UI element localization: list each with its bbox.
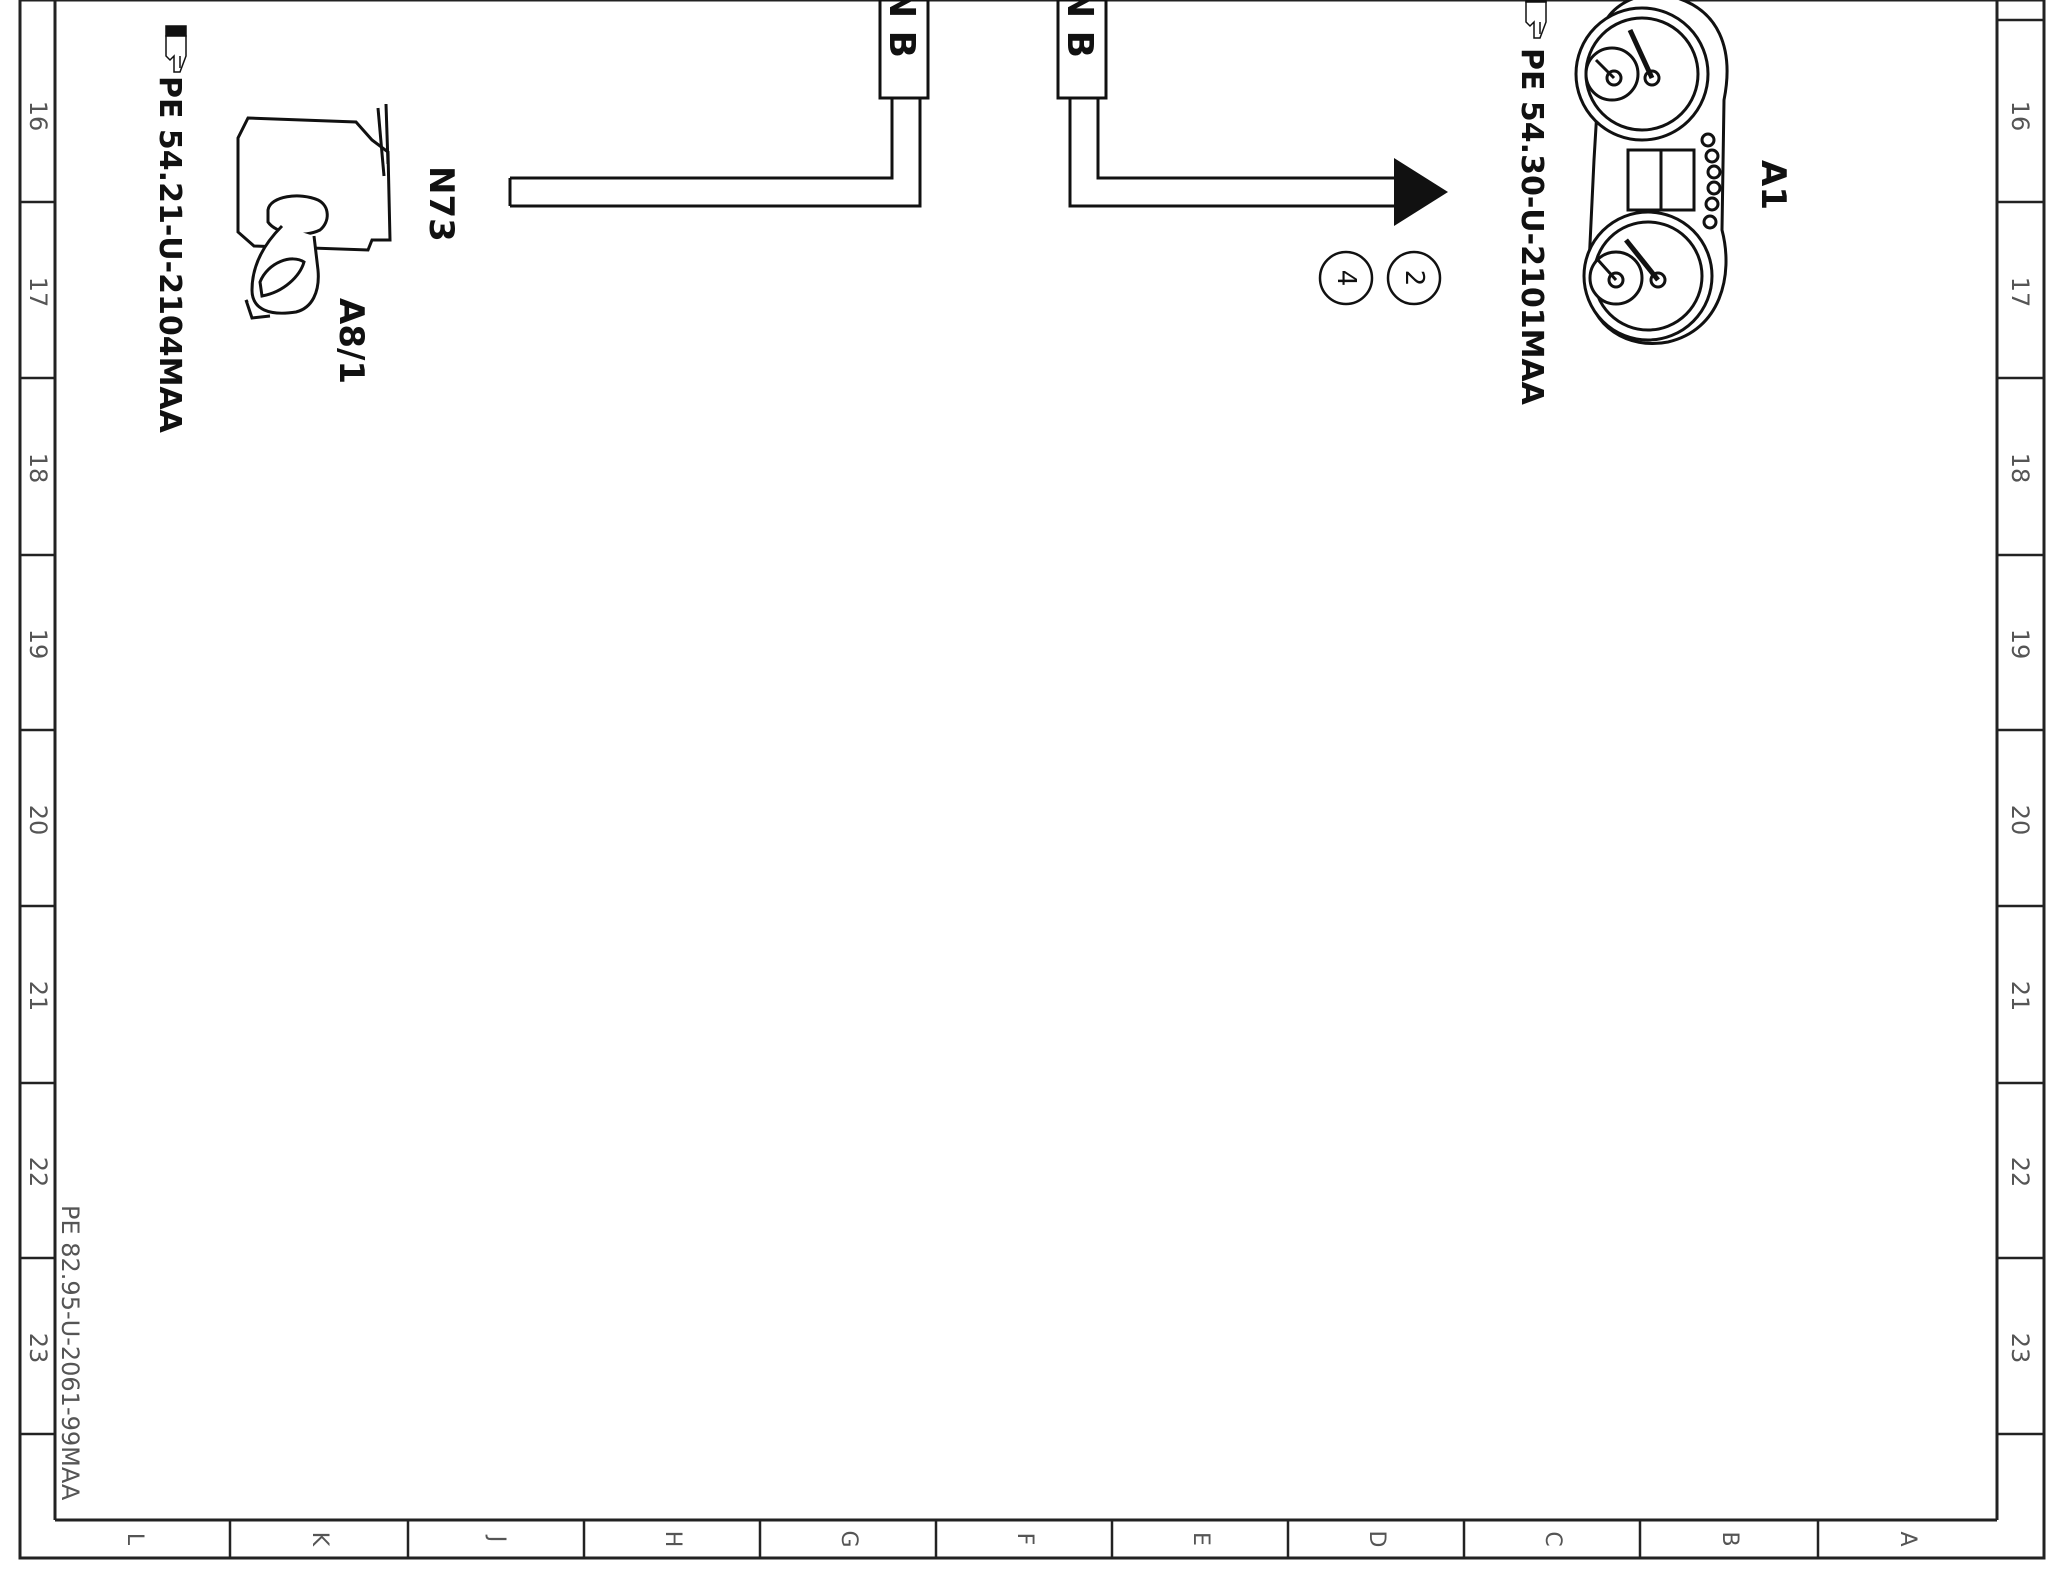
row-number-left: 22 [24,1157,52,1188]
right-row-numbers: 16 17 18 19 20 21 22 23 [2006,101,2034,1364]
row-number-right: 19 [2006,629,2034,660]
switch-designation: A8/1 [331,298,371,384]
column-letter: C [1540,1531,1565,1546]
bottom-column-letters: L K J H G F E D C B A [122,1530,1920,1547]
row-number-right: 23 [2006,1333,2034,1364]
pointing-hand-icon [165,25,187,73]
row-number-right: 22 [2006,1157,2034,1188]
circle-ref-label: 2 [1399,270,1429,287]
row-number-left: 18 [24,453,52,484]
row-number-left: 23 [24,1333,52,1364]
pointing-hand-icon [1525,0,1547,39]
column-letter: A [1895,1531,1920,1546]
arrowhead-icon [1394,158,1448,226]
column-letter: B [1717,1531,1742,1546]
column-letter: G [836,1530,861,1547]
connector-designation: N73 [421,166,461,242]
row-number-left: 20 [24,805,52,836]
row-number-left: 21 [24,981,52,1012]
column-letter: H [660,1531,685,1548]
row-number-left: 19 [24,629,52,660]
switch-reference: PE 54.21-U-2104MAA [152,76,187,434]
cluster-reference: PE 54.30-U-2101MAA [1514,48,1549,406]
row-number-right: 21 [2006,981,2034,1012]
right-row-ticks [1997,18,2044,1436]
row-number-left: 16 [24,101,52,132]
left-row-numbers: 16 17 18 19 20 21 22 23 [24,101,52,1364]
circle-ref-2: 2 [1386,250,1442,306]
row-number-right: 18 [2006,453,2034,484]
wire-left-label: N B [881,0,922,58]
row-number-right: 20 [2006,805,2034,836]
column-letter: F [1012,1533,1037,1546]
row-number-right: 16 [2006,101,2034,132]
instrument-cluster-icon [1574,0,1729,345]
column-letter: D [1364,1531,1389,1548]
bottom-column-ticks [228,1520,1820,1558]
circle-ref-4: 4 [1318,250,1374,306]
column-letter: E [1188,1532,1213,1546]
row-number-right: 17 [2006,277,2034,308]
wire-left [508,0,930,208]
left-row-ticks [20,200,55,1436]
column-letter: K [307,1532,332,1547]
column-letter: L [122,1533,147,1546]
cluster-designation: A1 [1753,160,1793,210]
circle-ref-label: 4 [1331,270,1361,287]
drawing-frame [18,0,2046,1560]
wire-right-label: N B [1059,0,1100,58]
document-number: PE 82.95-U-2061-99MAA [56,1205,84,1501]
wire-right [1056,0,1398,208]
toggle-switch-icon [236,103,392,320]
row-number-left: 17 [24,277,52,308]
column-letter: J [484,1534,509,1543]
